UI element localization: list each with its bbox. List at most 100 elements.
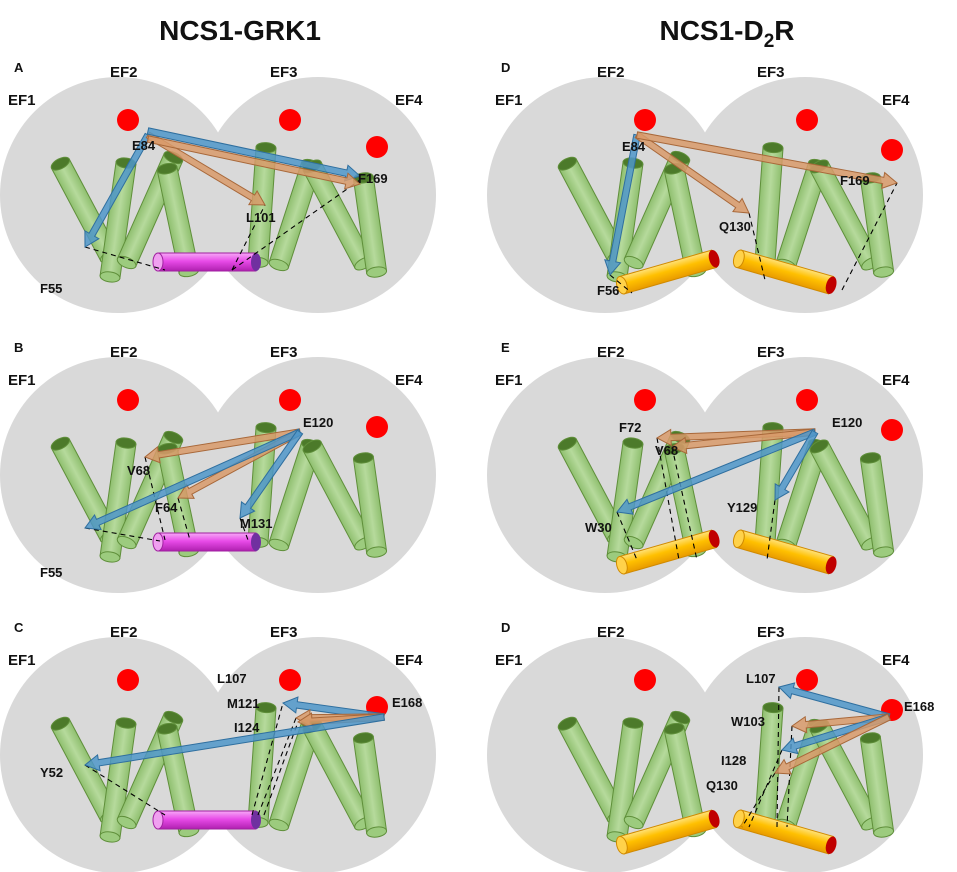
panel-letter: A <box>14 60 24 75</box>
ef-hand-label: EF1 <box>495 92 523 109</box>
contact-line <box>251 702 284 816</box>
interaction-arrow-blue <box>604 133 641 276</box>
ef-hand-label: EF3 <box>757 344 785 361</box>
calcium-ion <box>634 109 656 131</box>
panel-letter: C <box>14 620 24 635</box>
ef-hand-label: EF3 <box>757 624 785 641</box>
calcium-ion <box>366 416 388 438</box>
interaction-arrow-orange <box>774 713 892 775</box>
residue-label: F55 <box>40 281 62 296</box>
peptide-cylinder <box>152 252 261 272</box>
column-title-subscript: 2 <box>764 31 775 52</box>
helix-cylinder <box>663 722 707 838</box>
ef-hand-label: EF3 <box>270 624 298 641</box>
residue-label: E120 <box>832 415 862 430</box>
residue-label: W103 <box>731 714 765 729</box>
helix-cylinder <box>859 732 895 838</box>
contact-line <box>766 499 776 561</box>
residue-label: Q130 <box>706 778 738 793</box>
residue-label: F64 <box>155 500 178 515</box>
ef-hand-label: EF3 <box>270 64 298 81</box>
residue-label: L107 <box>217 671 247 686</box>
interaction-arrow-blue <box>146 127 361 182</box>
calcium-ion <box>117 109 139 131</box>
ef-hand-label: EF1 <box>495 372 523 389</box>
residue-label: Y52 <box>40 765 63 780</box>
calcium-ion <box>634 389 656 411</box>
contact-line <box>231 204 266 271</box>
ef-hand-label: EF2 <box>597 344 625 361</box>
contact-line <box>84 246 166 271</box>
ef-hand-label: EF2 <box>110 624 138 641</box>
residue-label: E168 <box>392 695 422 710</box>
calcium-ion <box>117 669 139 691</box>
ef-hand-label: EF3 <box>270 344 298 361</box>
ef-hand-label: EF4 <box>882 652 910 669</box>
calcium-ion <box>796 109 818 131</box>
ef-hand-label: EF2 <box>110 64 138 81</box>
residue-label: L107 <box>746 671 776 686</box>
interaction-arrow-blue <box>774 429 819 501</box>
calcium-ion <box>279 669 301 691</box>
interaction-arrow-blue <box>239 429 304 519</box>
ef-hand-label: EF4 <box>395 652 423 669</box>
residue-label: E168 <box>904 699 934 714</box>
interaction-arrow-blue <box>616 428 817 515</box>
ef-hand-label: EF2 <box>597 624 625 641</box>
contact-line <box>239 517 249 541</box>
residue-label: W30 <box>585 520 612 535</box>
ef-hand-label: EF2 <box>597 64 625 81</box>
interaction-arrow-blue <box>84 428 302 531</box>
peptide-cylinder <box>732 809 837 855</box>
residue-label: E84 <box>622 139 646 154</box>
residue-label: V68 <box>655 443 678 458</box>
calcium-ion <box>279 109 301 131</box>
contact-line <box>263 721 299 816</box>
calcium-ion <box>881 419 903 441</box>
residue-label: F169 <box>840 173 870 188</box>
contact-line <box>609 274 633 294</box>
n-lobe <box>487 637 723 872</box>
calcium-ion <box>796 669 818 691</box>
ef-hand-label: EF4 <box>882 92 910 109</box>
contact-line <box>231 179 361 271</box>
calcium-ion <box>634 669 656 691</box>
contact-line <box>84 527 161 542</box>
panel-letter: E <box>501 340 510 355</box>
calcium-ion <box>881 139 903 161</box>
calcium-ion <box>796 389 818 411</box>
interaction-arrow-blue <box>84 713 386 772</box>
residue-label: I128 <box>721 753 746 768</box>
ef-hand-label: EF4 <box>395 372 423 389</box>
helix-cylinder <box>606 717 644 843</box>
interaction-arrow-blue <box>84 132 152 248</box>
ef-hand-label: EF1 <box>8 652 36 669</box>
interaction-arrow-orange <box>146 135 361 190</box>
residue-label: Y129 <box>727 500 757 515</box>
contact-line <box>671 446 698 561</box>
n-lobe <box>487 357 723 593</box>
helix-cylinder <box>859 452 895 558</box>
peptide-cylinder <box>152 810 261 830</box>
calcium-ion <box>279 389 301 411</box>
calcium-ion <box>117 389 139 411</box>
panel-letter: D <box>501 60 510 75</box>
contact-line <box>741 772 776 828</box>
panel-letter: B <box>14 340 23 355</box>
interaction-arrow-orange <box>634 131 750 214</box>
peptide-cylinder <box>615 249 720 295</box>
peptide-cylinder <box>615 529 720 575</box>
residue-label: E84 <box>132 138 156 153</box>
calcium-ion <box>366 136 388 158</box>
ef-hand-label: EF4 <box>395 92 423 109</box>
residue-label: V68 <box>127 463 150 478</box>
residue-label: F72 <box>619 420 641 435</box>
peptide-cylinder <box>152 532 261 552</box>
helix-cylinder <box>302 439 374 551</box>
helix-cylinder <box>352 732 388 838</box>
residue-label: E120 <box>303 415 333 430</box>
